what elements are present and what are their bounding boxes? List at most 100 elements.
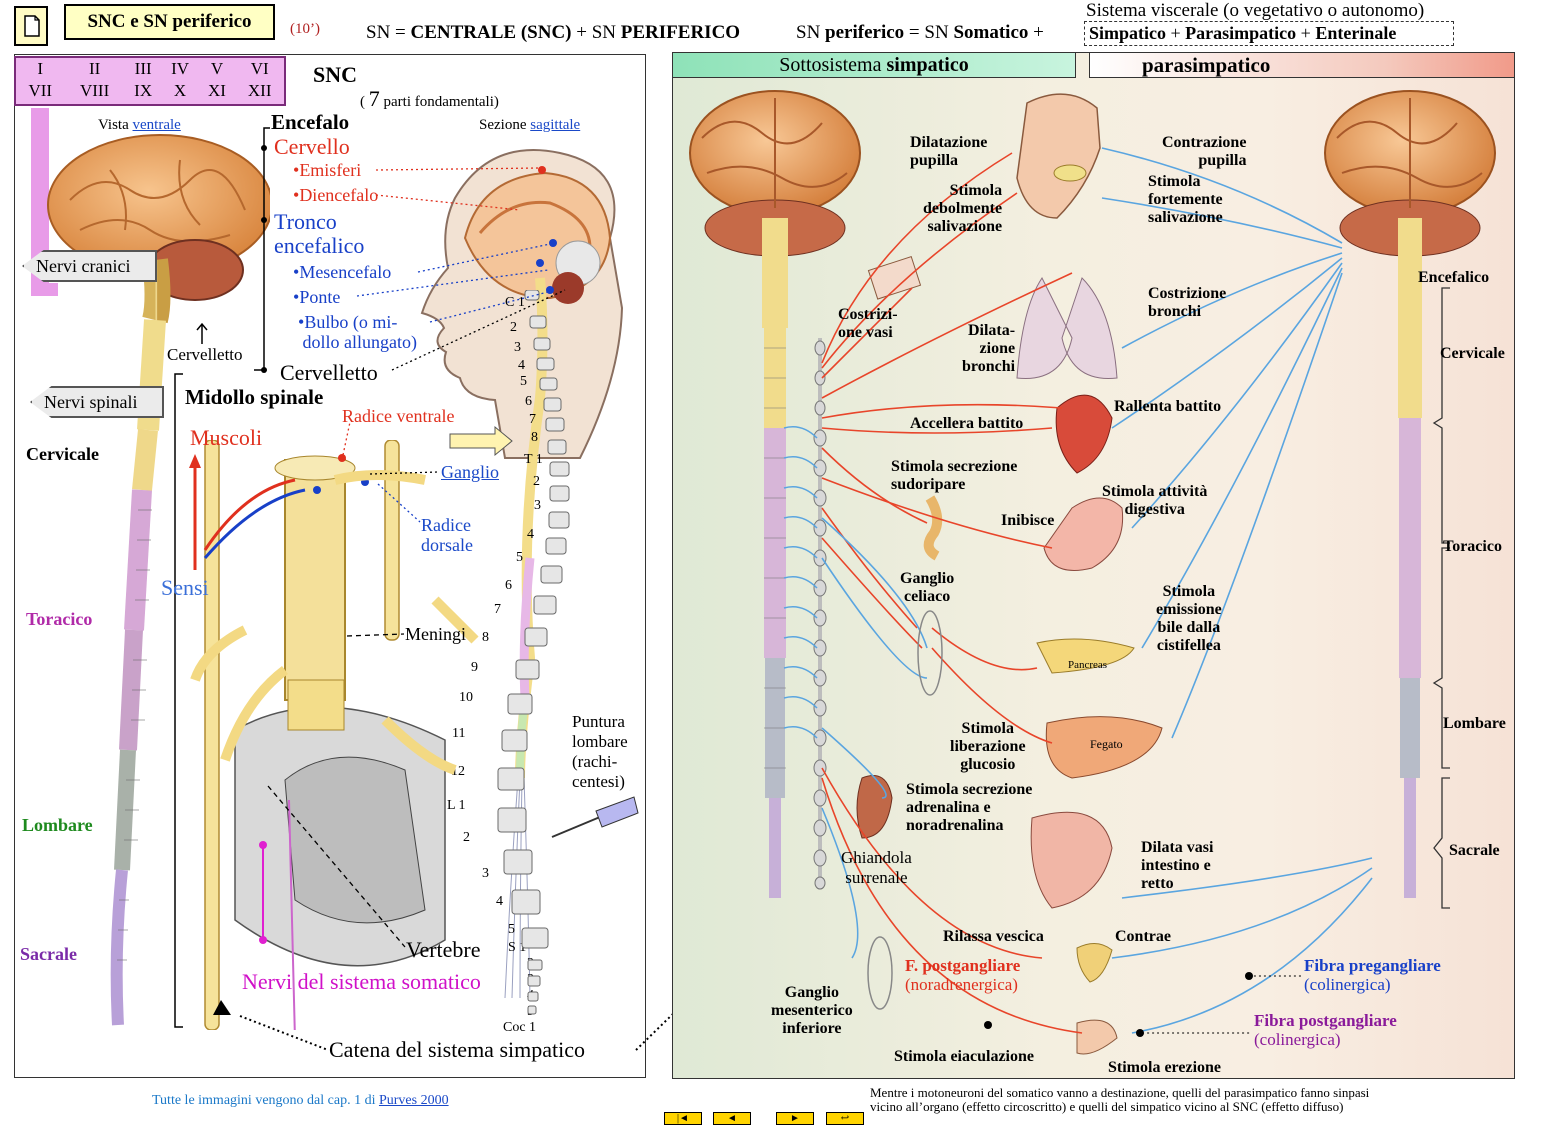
emisferi-label: •Emisferi xyxy=(293,160,362,180)
prev-icon: ◄ xyxy=(727,1113,737,1124)
label-postgangliare-colinergica: (colinergica) xyxy=(1254,1030,1341,1049)
midollo-label: Midollo spinale xyxy=(185,385,324,409)
vertebra-label-l1: L 1 xyxy=(447,798,466,813)
nervi-spinali-arrow: Nervi spinali xyxy=(30,386,164,418)
label-f-postgangliare: F. postgangliare xyxy=(905,956,1021,975)
ventrale-link[interactable]: ventrale xyxy=(132,117,181,133)
label-inibisce: Inibisce xyxy=(1001,512,1055,529)
celiac-ganglion xyxy=(917,610,943,696)
stomach-organ xyxy=(1043,497,1124,571)
source-note: Tutte le immagini vengono dal cap. 1 di … xyxy=(152,1093,449,1108)
label-toracico-right: Toracico xyxy=(1443,538,1502,555)
simpatico-label: Simpatico xyxy=(1089,23,1167,43)
vertebra-label: 3 xyxy=(482,866,489,881)
sympathetic-cns xyxy=(689,90,861,898)
parasympathetic-fibres xyxy=(821,147,1373,1034)
next-slide-button[interactable]: ► xyxy=(776,1112,814,1125)
label-fibra-pregangliare: Fibra pregangliare xyxy=(1304,956,1441,975)
slide-title: SNC e SN periferico xyxy=(64,4,275,40)
vista-ventrale: Vista ventrale xyxy=(98,117,181,133)
vertebra-label: 11 xyxy=(452,726,466,741)
organs xyxy=(856,93,1163,1055)
vertebra-label: 8 xyxy=(531,430,538,445)
sweat-gland-organ xyxy=(923,495,943,561)
snc-title: SNC xyxy=(313,62,358,87)
encefalo-label: Encefalo xyxy=(271,110,350,134)
snc-subtitle: ( 7 parti fondamentali) xyxy=(360,86,499,111)
label-dilata-vasi: Dilata vasi intestino e retto xyxy=(1141,839,1214,892)
needle-icon xyxy=(551,796,639,838)
sn-equation: SN = CENTRALE (SNC) + SN PERIFERICO xyxy=(366,22,741,43)
genital-organ xyxy=(1076,1019,1118,1055)
cervelletto-pointer xyxy=(196,322,208,344)
region-toracico-left: Toracico xyxy=(26,609,93,629)
region-cervicale-left: Cervicale xyxy=(26,444,99,464)
label-contrae: Contrae xyxy=(1115,928,1171,945)
diencefalo-label: •Diencefalo xyxy=(293,185,379,205)
label-accellera: Accellera battito xyxy=(910,415,1024,432)
catena-simpatico-label: Catena del sistema simpatico xyxy=(329,1037,585,1062)
label-costrizione-vasi: Costrizi- one vasi xyxy=(838,306,898,341)
periph-equation: SN periferico = SN Somatico + xyxy=(796,22,1044,43)
enterinale-label: Enterinale xyxy=(1315,23,1397,43)
liver-organ xyxy=(1045,716,1163,779)
label-stimola-debolmente: Stimola debolmente salivazione xyxy=(923,182,1003,235)
return-icon: ↩ xyxy=(840,1113,850,1124)
ponte-label: •Ponte xyxy=(293,287,341,307)
vertebra-label: 7 xyxy=(529,412,536,427)
document-icon-button[interactable] xyxy=(14,6,48,46)
label-sudoripare: Stimola secrezione sudoripare xyxy=(891,458,1018,493)
label-digestiva: Stimola attività digestiva xyxy=(1102,483,1208,518)
lungs-organ xyxy=(1016,277,1118,379)
pancreas-organ xyxy=(1036,638,1135,674)
label-pancreas: Pancreas xyxy=(1068,659,1108,671)
label-adrenalina: Stimola secrezione adrenalina e noradren… xyxy=(906,781,1033,834)
bladder-organ xyxy=(1076,943,1113,983)
first-icon: |◄ xyxy=(677,1113,689,1124)
encefalo-bracket xyxy=(254,127,270,373)
footer-note: Mentre i motoneuroni del somatico vanno … xyxy=(870,1085,1370,1114)
vertebra-label-coc1: Coc 1 xyxy=(503,1020,537,1035)
sagittale-link[interactable]: sagittale xyxy=(530,117,581,133)
intestine-organ xyxy=(1030,811,1113,909)
heart-organ xyxy=(1055,394,1113,474)
vertebra-label: 7 xyxy=(494,602,501,617)
label-costrizione-bronchi: Costrizione bronchi xyxy=(1148,285,1227,320)
label-contrazione: Contrazione pupilla xyxy=(1162,134,1247,169)
label-cervicale-right: Cervicale xyxy=(1440,345,1505,362)
vertebra-label: 6 xyxy=(525,394,532,409)
vertebre-label: Vertebre xyxy=(406,937,481,962)
cervelletto-big-label: Cervelletto xyxy=(280,360,378,385)
parasimpatico-header: parasimpatico xyxy=(1089,52,1515,78)
face-organ xyxy=(1016,93,1101,219)
region-sacrale-left: Sacrale xyxy=(20,944,77,964)
first-slide-button[interactable]: |◄ xyxy=(664,1112,702,1125)
vessel-organ xyxy=(867,255,922,300)
cervello-label: Cervello xyxy=(274,134,350,159)
document-icon xyxy=(24,15,40,37)
autonomic-diagram xyxy=(689,90,1496,1055)
parasimpatico-label: Parasimpatico xyxy=(1185,23,1297,43)
vertebra-label: 2 xyxy=(463,830,470,845)
nervi-somatico-label: Nervi del sistema somatico xyxy=(242,969,481,994)
vertebra-label: 9 xyxy=(471,660,478,675)
label-dilatazione-bronchi: Dilata- zione bronchi xyxy=(962,322,1016,375)
visceral-parts-box: Simpatico + Parasimpatico + Enterinale xyxy=(1084,21,1454,46)
label-pregangliare-colinergica: (colinergica) xyxy=(1304,975,1391,994)
cranial-bracket xyxy=(31,108,58,296)
ganglio-label: Ganglio xyxy=(441,462,499,482)
region-lombare-left: Lombare xyxy=(22,815,93,835)
purves-link[interactable]: Purves 2000 xyxy=(378,1093,449,1108)
label-bile: Stimola emissione bile dalla cistifellea xyxy=(1156,583,1222,654)
return-button[interactable]: ↩ xyxy=(826,1112,864,1125)
vertebra-label: 4 xyxy=(527,527,534,542)
vertebra-label: 3 xyxy=(534,498,541,513)
parasympathetic-cns xyxy=(1324,90,1496,909)
mesenteric-ganglion xyxy=(867,936,893,1010)
prev-slide-button[interactable]: ◄ xyxy=(713,1112,751,1125)
radice-ventrale-label: Radice ventrale xyxy=(342,406,455,426)
label-sacrale-right: Sacrale xyxy=(1449,842,1500,859)
label-ganglio-mesenterico: Ganglio mesenterico inferiore xyxy=(771,984,853,1037)
